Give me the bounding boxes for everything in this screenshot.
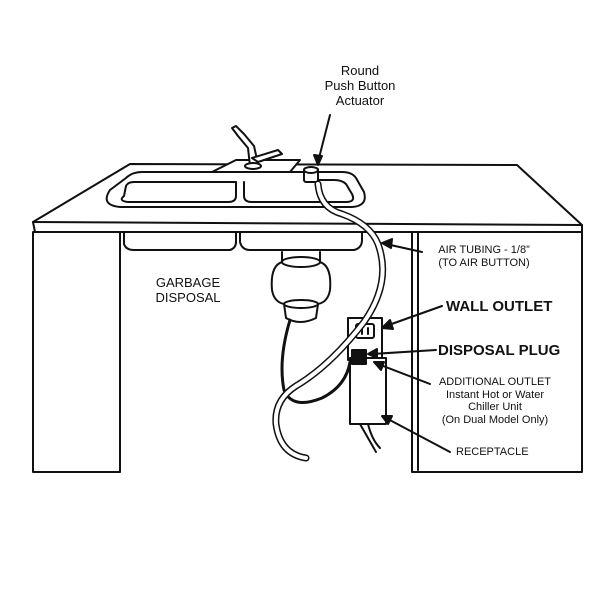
garbage-disposal (270, 251, 332, 323)
disposal-cord (280, 318, 358, 404)
label-actuator: Round Push Button Actuator (324, 63, 396, 108)
label-wall-outlet: WALL OUTLET (446, 298, 553, 315)
arrow-additional-outlet (377, 363, 431, 385)
sink-bowl-left (120, 181, 237, 203)
bowl-underside-left (123, 231, 237, 251)
label-receptacle: RECEPTACLE (456, 446, 529, 458)
arrow-receptacle (385, 417, 451, 453)
label-disposal-plug: DISPOSAL PLUG (438, 342, 561, 359)
countertop-front-edge (32, 221, 583, 226)
sink-bowl-right (243, 179, 355, 203)
air-tubing-inner (273, 182, 385, 460)
label-additional-outlet: ADDITIONAL OUTLET Instant Hot or Water C… (438, 376, 552, 426)
cabinet-left-panel (32, 231, 121, 473)
label-garbage-disposal: GARBAGE DISPOSAL (155, 275, 221, 305)
bowl-underside-right (239, 231, 363, 251)
disposal-plug (351, 349, 367, 365)
arrow-wall-outlet (385, 305, 443, 327)
label-air-tubing: AIR TUBING - 1/8” (TO AIR BUTTON) (438, 244, 530, 269)
arrow-disposal-plug (371, 349, 437, 355)
